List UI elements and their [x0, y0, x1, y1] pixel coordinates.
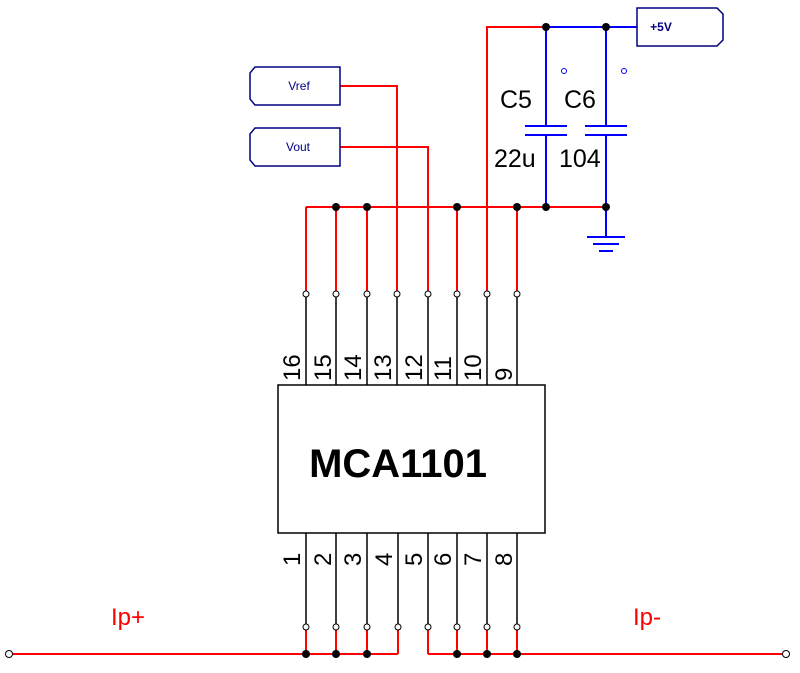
pin-number-2: 2: [310, 553, 337, 566]
top-pin-leads: [305, 294, 518, 385]
junction-dot: [483, 650, 491, 658]
pin-terminal-11: [453, 290, 461, 298]
bottom-pin-numbers: 1 2 3 4 5 6 7 8: [279, 553, 518, 566]
ip-plus-terminal: [5, 650, 13, 658]
pin-number-1: 1: [279, 553, 306, 566]
pin-number-5: 5: [401, 553, 428, 566]
c5-polarity-mark: [561, 68, 567, 74]
junction-dot: [453, 203, 461, 211]
pin-number-15: 15: [310, 354, 337, 381]
wire-vout: [340, 146, 429, 294]
pin-terminal-10: [483, 290, 491, 298]
junction-dot: [542, 23, 550, 31]
pin-terminal-7: [483, 623, 491, 631]
junction-dot: [332, 203, 340, 211]
pin-terminal-8: [513, 623, 521, 631]
pin-terminal-3: [363, 623, 371, 631]
chip-body: [277, 384, 546, 534]
chip-mca1101[interactable]: MCA1101: [277, 384, 546, 534]
pin-end-circles: [5, 290, 790, 658]
wire-vref: [340, 85, 398, 294]
ip-minus-terminal: [782, 650, 790, 658]
pin-number-4: 4: [371, 553, 398, 566]
port-supply-label: +5V: [650, 20, 672, 34]
wire-vcc: [486, 26, 546, 294]
pin-number-10: 10: [460, 354, 487, 381]
ip-plus-label: Ip+: [111, 604, 145, 631]
port-supply[interactable]: +5V: [636, 7, 724, 47]
c5-name: C5: [500, 86, 532, 114]
c6-polarity-mark: [621, 68, 627, 74]
top-pin-numbers: 16 15 14 13 12 11 10 9: [279, 354, 518, 381]
junction-dot: [602, 23, 610, 31]
pin-number-6: 6: [430, 553, 457, 566]
junction-dot: [302, 650, 310, 658]
pin-number-9: 9: [491, 368, 518, 381]
pin-terminal-15: [332, 290, 340, 298]
junction-dot: [453, 650, 461, 658]
c6-name: C6: [564, 86, 596, 114]
junction-dot: [513, 203, 521, 211]
pin-terminal-1: [302, 623, 310, 631]
c6-value: 104: [559, 145, 601, 173]
pin-number-3: 3: [340, 553, 367, 566]
pin-number-12: 12: [401, 354, 428, 381]
port-vout-outline: [249, 127, 341, 167]
pin-terminal-16: [302, 290, 310, 298]
pin-terminal-13: [393, 290, 401, 298]
bottom-pin-leads: [305, 533, 518, 627]
junction-dot: [363, 650, 371, 658]
port-vout[interactable]: Vout: [249, 127, 341, 167]
pin-number-14: 14: [340, 354, 367, 381]
junction-dot: [602, 203, 610, 211]
pin-terminal-12: [424, 290, 432, 298]
pin-terminal-14: [363, 290, 371, 298]
junction-dots: [302, 23, 610, 658]
pin-terminal-6: [453, 623, 461, 631]
ip-minus-label: Ip-: [633, 604, 661, 631]
pin-terminal-9: [513, 290, 521, 298]
port-vref-label: Vref: [288, 79, 310, 93]
chip-name: MCA1101: [309, 442, 487, 486]
port-supply-outline: [636, 7, 724, 47]
pin-number-7: 7: [460, 553, 487, 566]
pin-number-13: 13: [370, 354, 397, 381]
port-vref[interactable]: Vref: [249, 66, 341, 106]
pin-number-8: 8: [491, 553, 518, 566]
pin-number-11: 11: [430, 356, 457, 381]
c5-value: 22u: [494, 145, 536, 173]
port-vout-label: Vout: [286, 140, 311, 154]
junction-dot: [513, 650, 521, 658]
pin-number-16: 16: [279, 354, 306, 381]
junction-dot: [363, 203, 371, 211]
port-vref-outline: [249, 66, 341, 106]
junction-dot: [332, 650, 340, 658]
pin-terminal-2: [332, 623, 340, 631]
junction-dot: [542, 203, 550, 211]
pin-terminal-5: [424, 623, 432, 631]
supply-network: [525, 26, 637, 252]
pin-terminal-4: [394, 623, 402, 631]
